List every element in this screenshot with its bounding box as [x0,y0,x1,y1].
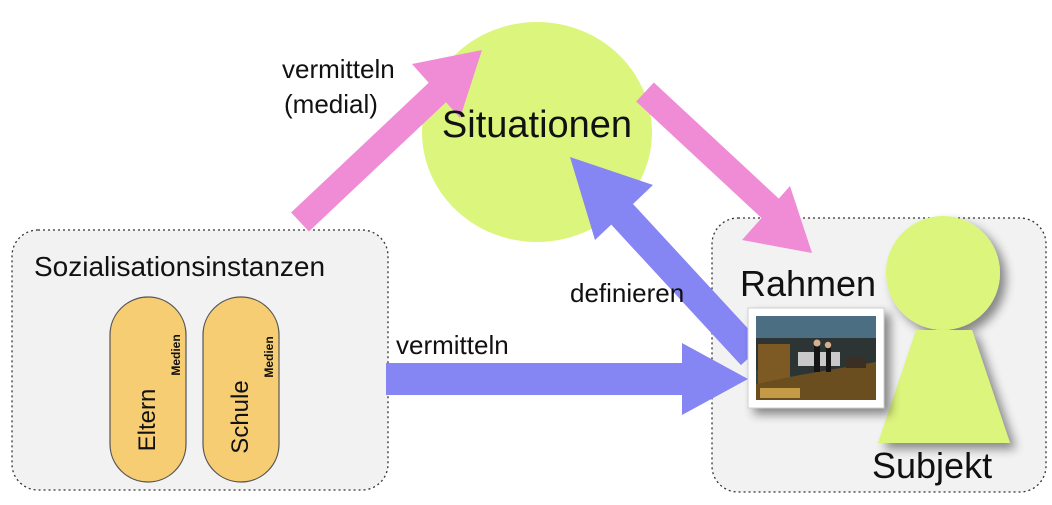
vermitteln-arrow [386,343,748,415]
subjekt-figure [878,216,1010,443]
subjekt-head [886,216,1000,330]
sozialisationsinstanzen-box [11,229,389,491]
schule-pill [202,296,280,483]
painting-thumbnail [747,307,885,409]
situationen-to-rahmen-arrow [636,82,812,253]
rahmen-label: Rahmen [740,263,876,304]
subjekt-body [878,330,1010,443]
schule-label: Schule [227,380,254,453]
schule-medien-label: Medien [262,336,276,377]
sozialisationsinstanzen-label: Sozialisationsinstanzen [34,251,325,282]
eltern-label: Eltern [134,389,161,452]
vermitteln-medial-label-line1: vermitteln [282,54,395,84]
definieren-arrow [570,157,764,366]
vermitteln-label: vermitteln [396,330,509,360]
eltern-medien-label: Medien [169,334,183,375]
vermitteln-medial-arrow [291,50,482,232]
vermitteln-medial-label-line2: (medial) [284,89,378,119]
eltern-pill [109,296,187,483]
subjekt-label: Subjekt [872,445,992,486]
definieren-label: definieren [570,278,684,308]
situationen-label: Situationen [442,104,632,146]
